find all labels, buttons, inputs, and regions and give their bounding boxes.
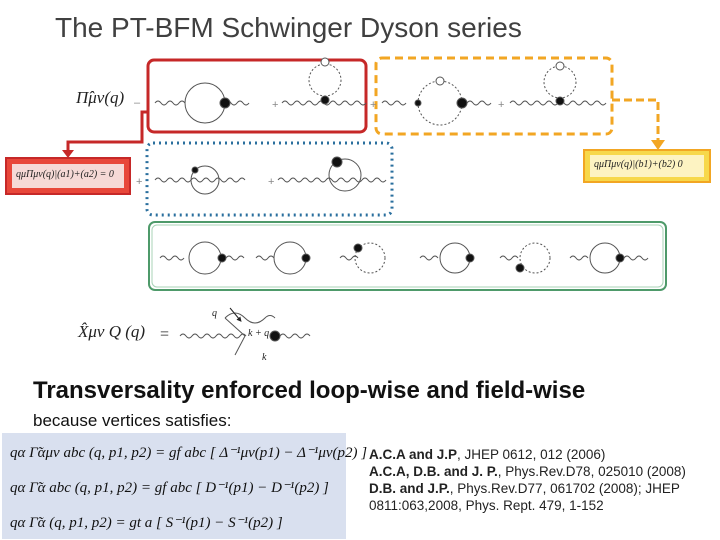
blue-box-a2	[145, 141, 394, 217]
reference-2-authors: A.C.A, D.B. and J. P.	[369, 464, 498, 479]
feynman-diagram-canvas: + – + + + +	[5, 56, 711, 356]
red-arrow	[66, 110, 148, 154]
orange-box-b	[374, 56, 614, 136]
green-row-diagrams	[159, 241, 649, 275]
minus-sign: –	[134, 97, 141, 109]
pi-hat-formula: Π̂μν(q)	[76, 88, 125, 107]
because-text: because vertices satisfies:	[33, 411, 232, 430]
reference-1-rest: , JHEP 0612, 012 (2006)	[457, 447, 606, 462]
diagram-a1-1	[154, 82, 250, 124]
plus-sign: +	[498, 99, 504, 111]
red-transversality-formula: qμΠμν(q)|(a1)+(a2) = 0	[16, 169, 114, 180]
subtitle: Transversality enforced loop-wise and fi…	[33, 377, 586, 404]
plus-sign: +	[136, 176, 142, 188]
x-label-k: k	[262, 352, 267, 363]
plus-sign: +	[370, 99, 376, 111]
reference-1: A.C.A and J.P, JHEP 0612, 012 (2006)	[369, 446, 719, 463]
reference-3-rest: , Phys.Rev.D77, 061702 (2008); JHEP 0811…	[369, 481, 680, 513]
x-label-kq: k + q	[248, 328, 270, 339]
reference-3: D.B. and J.P., Phys.Rev.D77, 061702 (200…	[369, 480, 719, 514]
references: A.C.A and J.P, JHEP 0612, 012 (2006) A.C…	[369, 446, 719, 514]
green-box	[148, 221, 667, 291]
diagram-a1-2	[281, 57, 367, 106]
diagram-a2-2	[277, 156, 387, 192]
slide-title: The PT-BFM Schwinger Dyson series	[55, 12, 522, 43]
diagram-a2-1	[154, 165, 246, 195]
vertex-identity-ghost: qα Γ̃α abc (q, p1, p2) = gf abc [ D⁻¹(p1…	[10, 480, 329, 496]
equals-sign: =	[160, 326, 170, 343]
diagram-x-hat	[179, 307, 311, 356]
vertex-identity-quark: qα Γ̃α (q, p1, p2) = gt a [ S⁻¹(p1) − S⁻…	[10, 515, 283, 531]
reference-3-authors: D.B. and J.P.	[369, 481, 450, 496]
vertex-identities-panel: qα Γ̃αμν abc (q, p1, p2) = gf abc [ Δ⁻¹μ…	[2, 433, 367, 539]
yellow-transversality-formula: qμΠμν(q)|(b1)+(b2) 0	[594, 159, 683, 170]
plus-sign: +	[272, 99, 278, 111]
plus-sign: +	[268, 176, 274, 188]
x-hat-formula: X̂μν Q (q)	[78, 322, 146, 341]
reference-2-rest: , Phys.Rev.D78, 025010 (2008)	[497, 464, 686, 479]
vertex-identity-gluon: qα Γ̃αμν abc (q, p1, p2) = gf abc [ Δ⁻¹μ…	[10, 445, 368, 461]
diagram-b-2	[509, 61, 607, 106]
diagram-b-1	[381, 76, 492, 126]
reference-2: A.C.A, D.B. and J. P., Phys.Rev.D78, 025…	[369, 463, 719, 480]
x-label-q: q	[212, 308, 217, 319]
red-box-a1	[146, 58, 368, 134]
reference-1-authors: A.C.A and J.P	[369, 447, 458, 462]
yellow-arrow	[612, 98, 660, 142]
